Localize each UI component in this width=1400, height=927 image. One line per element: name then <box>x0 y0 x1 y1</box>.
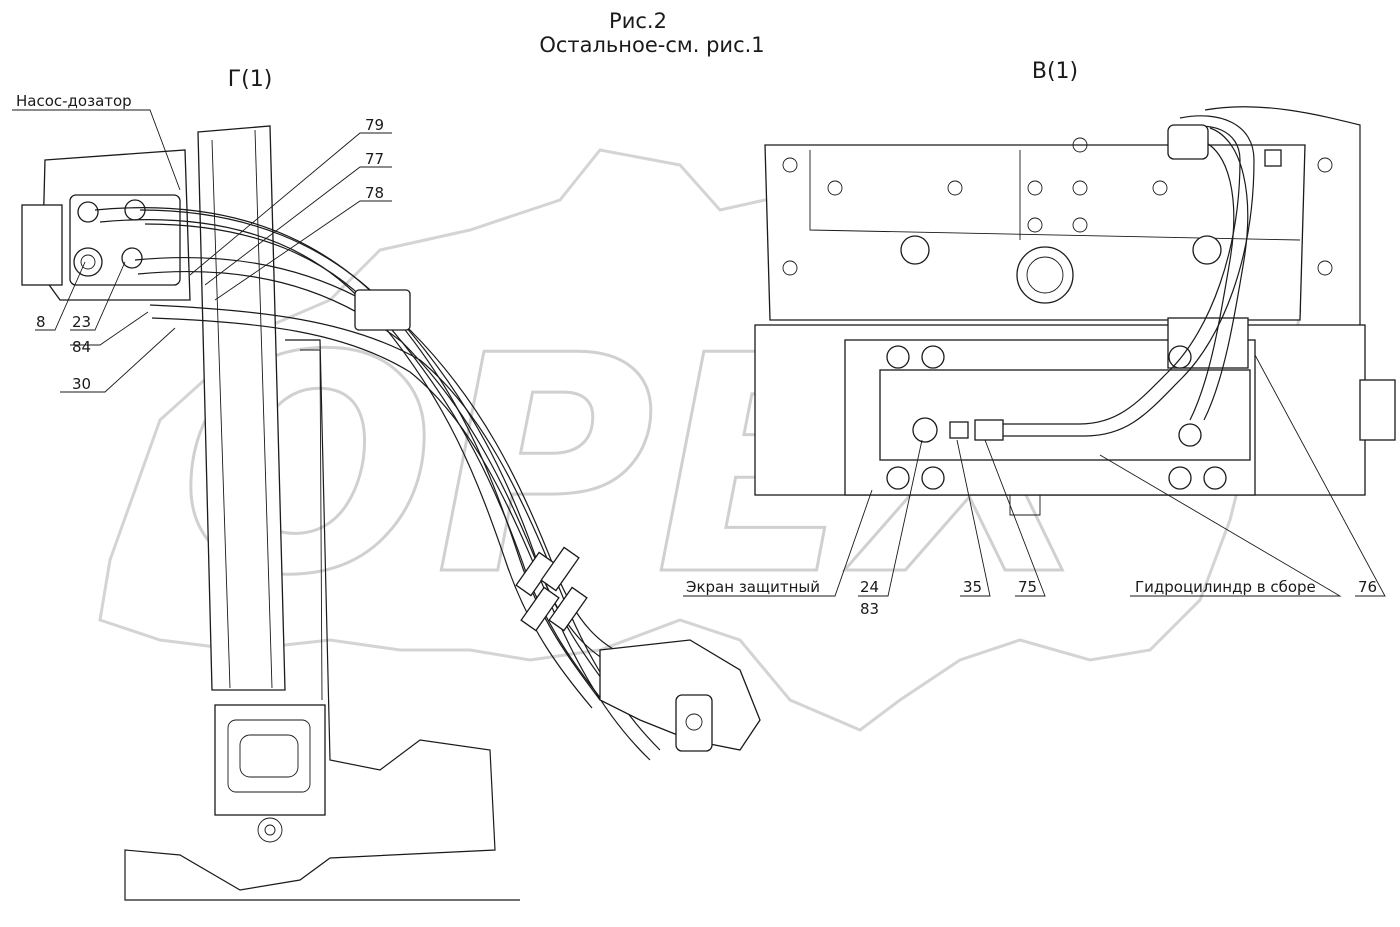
leader-lines <box>12 109 1386 597</box>
label-protective-screen: Экран защитный <box>686 578 820 596</box>
callout-84: 84 <box>72 338 91 356</box>
callout-24: 24 <box>860 578 879 596</box>
label-metering-pump: Насос-дозатор <box>16 92 132 110</box>
hose-bundle <box>94 207 761 761</box>
callout-75: 75 <box>1018 578 1037 596</box>
callout-8: 8 <box>36 313 46 331</box>
callout-76: 76 <box>1358 578 1377 596</box>
right-assembly <box>754 106 1396 516</box>
callout-83: 83 <box>860 600 879 618</box>
figure-title: Рис.2 <box>609 9 667 33</box>
label-hydraulic-cylinder: Гидроцилиндр в сборе <box>1135 578 1316 596</box>
callout-23: 23 <box>72 313 91 331</box>
view-label-left: Г(1) <box>228 67 273 92</box>
view-label-right: В(1) <box>1032 59 1078 84</box>
metering-pump <box>21 149 191 301</box>
figure-subtitle: Остальное-см. рис.1 <box>539 33 764 57</box>
callout-77: 77 <box>365 150 384 168</box>
callout-78: 78 <box>365 184 384 202</box>
callout-79: 79 <box>365 116 384 134</box>
callouts: Насос-дозатор 79 77 78 8 23 84 30 Экран … <box>16 92 1377 618</box>
callout-35: 35 <box>963 578 982 596</box>
callout-30: 30 <box>72 375 91 393</box>
